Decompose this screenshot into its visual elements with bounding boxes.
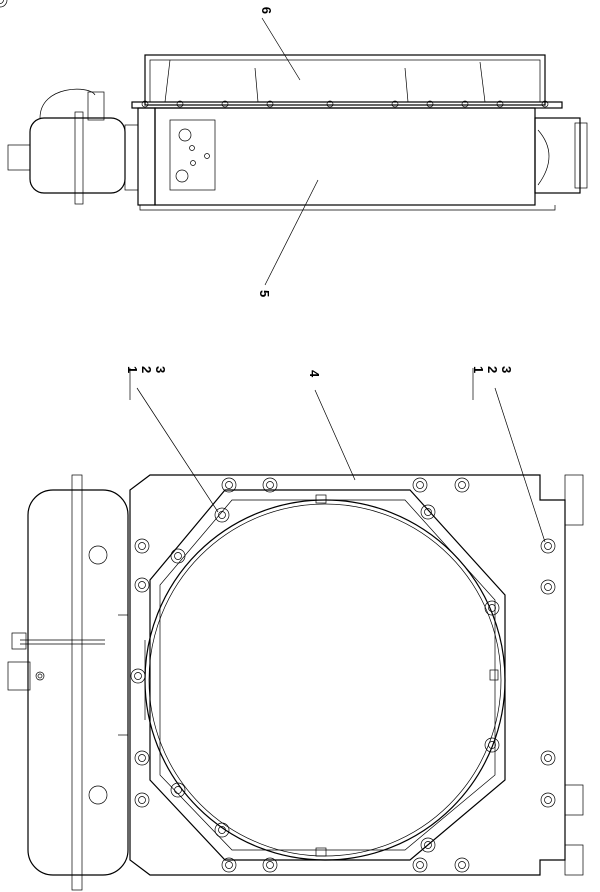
callout-4: 4: [307, 370, 356, 481]
callout-label-1: 1: [471, 366, 486, 373]
fan-shroud: [131, 54, 563, 109]
callout-label-2: 2: [485, 366, 500, 373]
callout-1-2-3-right: 1 2 3: [471, 366, 546, 543]
callout-label-2: 2: [139, 366, 154, 373]
callout-1-2-3-left: 1 2 3: [125, 366, 219, 513]
callout-label-5: 5: [257, 290, 272, 297]
callout-label-3: 3: [153, 366, 168, 373]
callout-6: 6: [259, 7, 301, 81]
callout-label-3: 3: [499, 366, 514, 373]
callout-label-6: 6: [259, 7, 274, 14]
outlet-pipe-side: [534, 117, 588, 194]
front-view: 1 2 3 4 1 2 3: [0, 0, 584, 891]
expansion-tank: [7, 474, 129, 891]
expansion-tank-side: [7, 88, 139, 205]
callout-label-4: 4: [307, 370, 322, 378]
top-view: 6 5: [7, 7, 588, 297]
callout-5: 5: [257, 179, 319, 297]
shroud-plate: [129, 474, 584, 876]
radiator-core: [137, 107, 556, 211]
bolt-row-top: [141, 100, 549, 108]
callout-label-1: 1: [125, 366, 140, 373]
